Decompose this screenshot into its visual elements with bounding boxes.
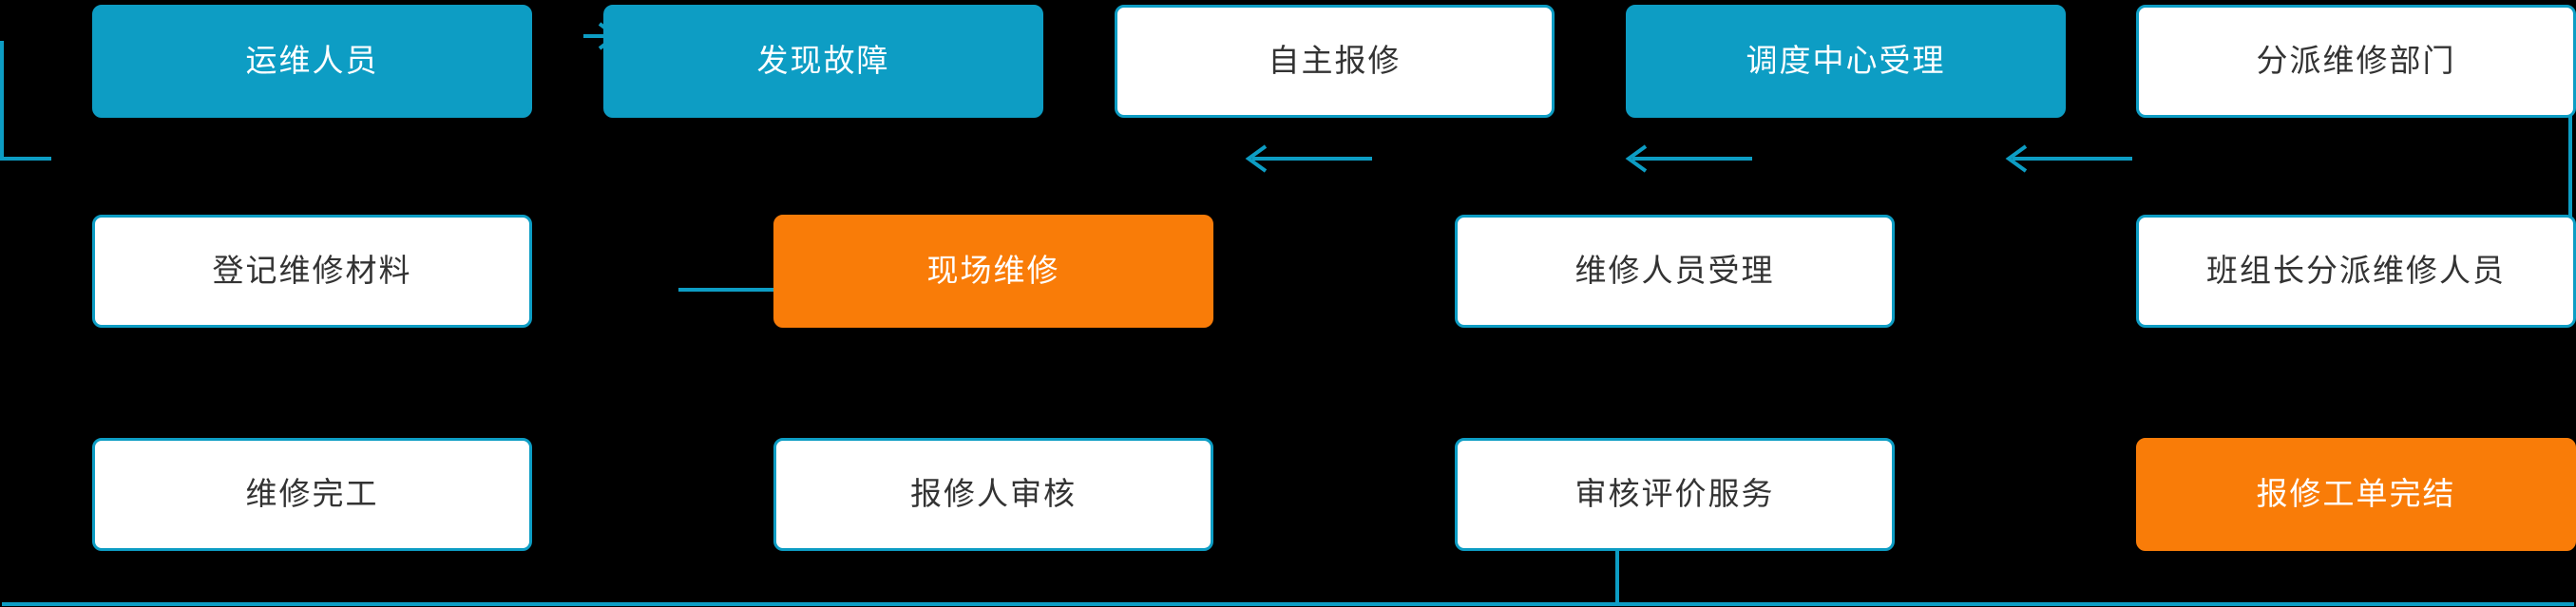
node-diaodu-zhongxin-shouli[interactable]: 调度中心受理: [1626, 5, 2066, 118]
node-banzuzhang-fenpai[interactable]: 班组长分派维修人员: [2136, 215, 2576, 328]
node-weixiu-wangong[interactable]: 维修完工: [92, 438, 532, 551]
node-xianchang-weixiu[interactable]: 现场维修: [773, 215, 1213, 328]
node-fenpai-weixiu-bumen[interactable]: 分派维修部门: [2136, 5, 2576, 118]
edge-n9-n8: [2005, 144, 2132, 173]
node-baoxiu-gongdan-wanjie[interactable]: 报修工单完结: [2136, 438, 2576, 551]
node-baoxiuren-shenhe[interactable]: 报修人审核: [773, 438, 1213, 551]
edge-n8-n7: [1625, 144, 1752, 173]
node-weixiu-renyuan-shouli[interactable]: 维修人员受理: [1455, 215, 1895, 328]
node-zizhu-baoxiu[interactable]: 自主报修: [1115, 5, 1555, 118]
node-shenhe-pingjia-fuwu[interactable]: 审核评价服务: [1455, 438, 1895, 551]
node-dengji-weixiu-cailiao[interactable]: 登记维修材料: [92, 215, 532, 328]
edge-n6-n10: [0, 41, 51, 161]
node-faxian-guzhang[interactable]: 发现故障: [603, 5, 1043, 118]
edge-n7-n6: [1245, 144, 1372, 173]
node-yunwei-renyuan[interactable]: 运维人员: [92, 5, 532, 118]
